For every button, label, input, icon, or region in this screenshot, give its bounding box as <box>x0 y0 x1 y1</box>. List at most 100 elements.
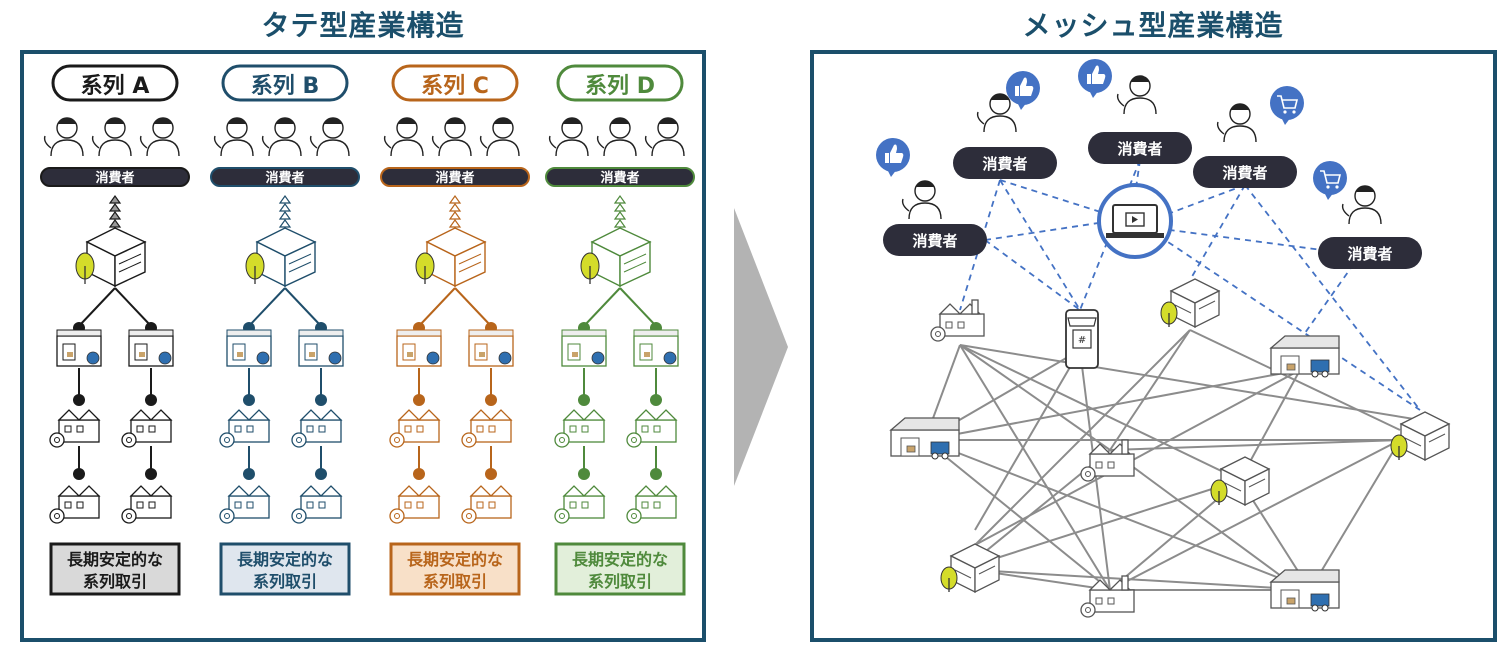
consumer-bar: 消費者 <box>380 167 530 187</box>
consumer-person-icon <box>479 117 520 157</box>
flow-arrow-icon <box>448 202 462 212</box>
mesh-consumer: 消費者 <box>1312 160 1422 269</box>
consumer-person-icon <box>43 117 84 157</box>
node-dot <box>145 394 157 406</box>
retail-store-icon <box>75 227 147 288</box>
consumer-label: 消費者 <box>1347 245 1392 263</box>
factory-icon <box>1080 575 1135 618</box>
warehouse-icon <box>128 329 174 367</box>
note-line-2: 系列取引 <box>83 572 147 591</box>
flow-arrow-icon <box>613 218 627 228</box>
factory-icon <box>461 409 513 448</box>
mesh-consumer: 消費者 <box>1078 59 1192 164</box>
flow-arrow-icon <box>278 194 292 204</box>
consumer-person-icon <box>1216 103 1257 143</box>
consumer-person-icon <box>383 117 424 157</box>
factory-icon <box>219 409 271 448</box>
store-icon <box>1390 411 1450 461</box>
factory-icon <box>121 409 173 448</box>
consumer-bar: 消費者 <box>210 167 360 187</box>
flow-arrow-icon <box>108 194 122 204</box>
flow-arrow-icon <box>108 218 122 228</box>
consumer-person-icon <box>139 117 180 157</box>
consumer-person-icon <box>91 117 132 157</box>
series-name: 系列 C <box>421 74 489 99</box>
node-dot <box>650 468 662 480</box>
consumer-person-icon <box>309 117 350 157</box>
node-dot <box>578 468 590 480</box>
flow-arrow-icon <box>448 210 462 220</box>
node-dot <box>413 394 425 406</box>
retail-store-icon <box>415 227 487 288</box>
consumer-person-icon <box>644 117 685 157</box>
note-line-1: 長期安定的な <box>237 550 333 569</box>
note-line-2: 系列取引 <box>588 572 652 591</box>
factory-icon <box>626 409 678 448</box>
consumer-label: 消費者 <box>435 170 474 186</box>
warehouse-icon <box>56 329 102 367</box>
warehouse-icon <box>633 329 679 367</box>
warehouse-icon <box>298 329 344 367</box>
consumer-label: 消費者 <box>95 170 134 186</box>
series-label: 系列 A <box>51 64 179 102</box>
node-dot <box>413 468 425 480</box>
consumer-person-icon <box>213 117 254 157</box>
factory-icon <box>1080 439 1135 482</box>
consumer-label: 消費者 <box>1222 164 1267 182</box>
node-dot <box>485 394 497 406</box>
online-platform-laptop-icon <box>1097 183 1173 259</box>
shopping-cart-icon <box>1312 160 1348 201</box>
node-dot <box>243 394 255 406</box>
retail-store-icon <box>580 227 652 288</box>
flow-arrow-icon <box>278 210 292 220</box>
note-line-2: 系列取引 <box>423 572 487 591</box>
warehouse-icon <box>561 329 607 367</box>
mesh-consumer: 消費者 <box>1193 85 1305 188</box>
mesh-network <box>924 329 1421 591</box>
store-icon <box>1160 278 1220 328</box>
node-dot <box>243 468 255 480</box>
consumer-person-icon <box>596 117 637 157</box>
svg-text:#: # <box>1078 335 1086 346</box>
flow-arrow-icon <box>613 194 627 204</box>
consumer-links <box>959 159 1421 411</box>
factory-icon <box>554 409 606 448</box>
series-name: 系列 A <box>81 74 150 99</box>
flow-arrow-icon <box>278 202 292 212</box>
store-icon <box>940 543 1000 593</box>
node-dot <box>145 468 157 480</box>
consumer-label: 消費者 <box>982 155 1027 173</box>
factory-icon <box>930 299 985 342</box>
node-dot <box>315 468 327 480</box>
consumer-label: 消費者 <box>912 232 957 250</box>
node-dot <box>578 394 590 406</box>
series-label: 系列 B <box>221 64 349 102</box>
factory-icon <box>554 485 606 524</box>
warehouse-icon <box>1270 335 1340 378</box>
consumer-person-icon <box>548 117 589 157</box>
warehouse-icon <box>226 329 272 367</box>
factory-icon <box>626 485 678 524</box>
transition-arrow <box>734 208 788 486</box>
flow-arrow-icon <box>108 210 122 220</box>
series-name: 系列 D <box>585 74 655 99</box>
shopping-cart-icon <box>1269 85 1305 126</box>
warehouse-icon <box>890 417 960 460</box>
consumer-label: 消費者 <box>600 170 639 186</box>
factory-icon <box>49 409 101 448</box>
consumer-person-icon <box>431 117 472 157</box>
node-dot <box>650 394 662 406</box>
consumer-person-icon <box>1116 75 1157 115</box>
node-dot <box>73 394 85 406</box>
warehouse-icon <box>396 329 442 367</box>
consumer-label: 消費者 <box>1117 140 1162 158</box>
warehouse-icon <box>1270 569 1340 612</box>
thumbs-up-icon <box>1006 71 1040 110</box>
